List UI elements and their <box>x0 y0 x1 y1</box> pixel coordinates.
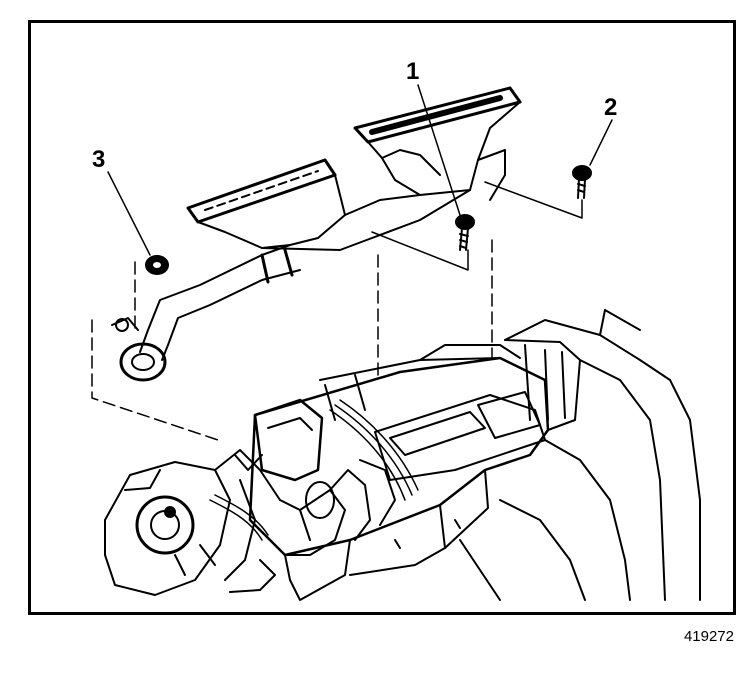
screw-2 <box>572 165 592 199</box>
nut-3 <box>145 255 169 275</box>
diagram-frame <box>28 20 736 615</box>
callout-leaders <box>107 84 613 256</box>
callout-2: 2 <box>604 94 618 121</box>
right-air-outlet-duct <box>353 86 522 201</box>
bracket-lines <box>371 181 583 271</box>
left-air-outlet-duct <box>186 158 471 251</box>
side-tube-duct <box>111 244 301 382</box>
left-mechanism <box>104 449 396 596</box>
figure-number: 419272 <box>683 628 734 645</box>
instrument-panel-structure <box>459 309 701 601</box>
cable-harness <box>209 399 419 541</box>
hvac-module-housing <box>248 339 581 601</box>
screw-1 <box>455 214 475 251</box>
callout-1: 1 <box>406 58 420 85</box>
callout-3: 3 <box>92 146 106 173</box>
